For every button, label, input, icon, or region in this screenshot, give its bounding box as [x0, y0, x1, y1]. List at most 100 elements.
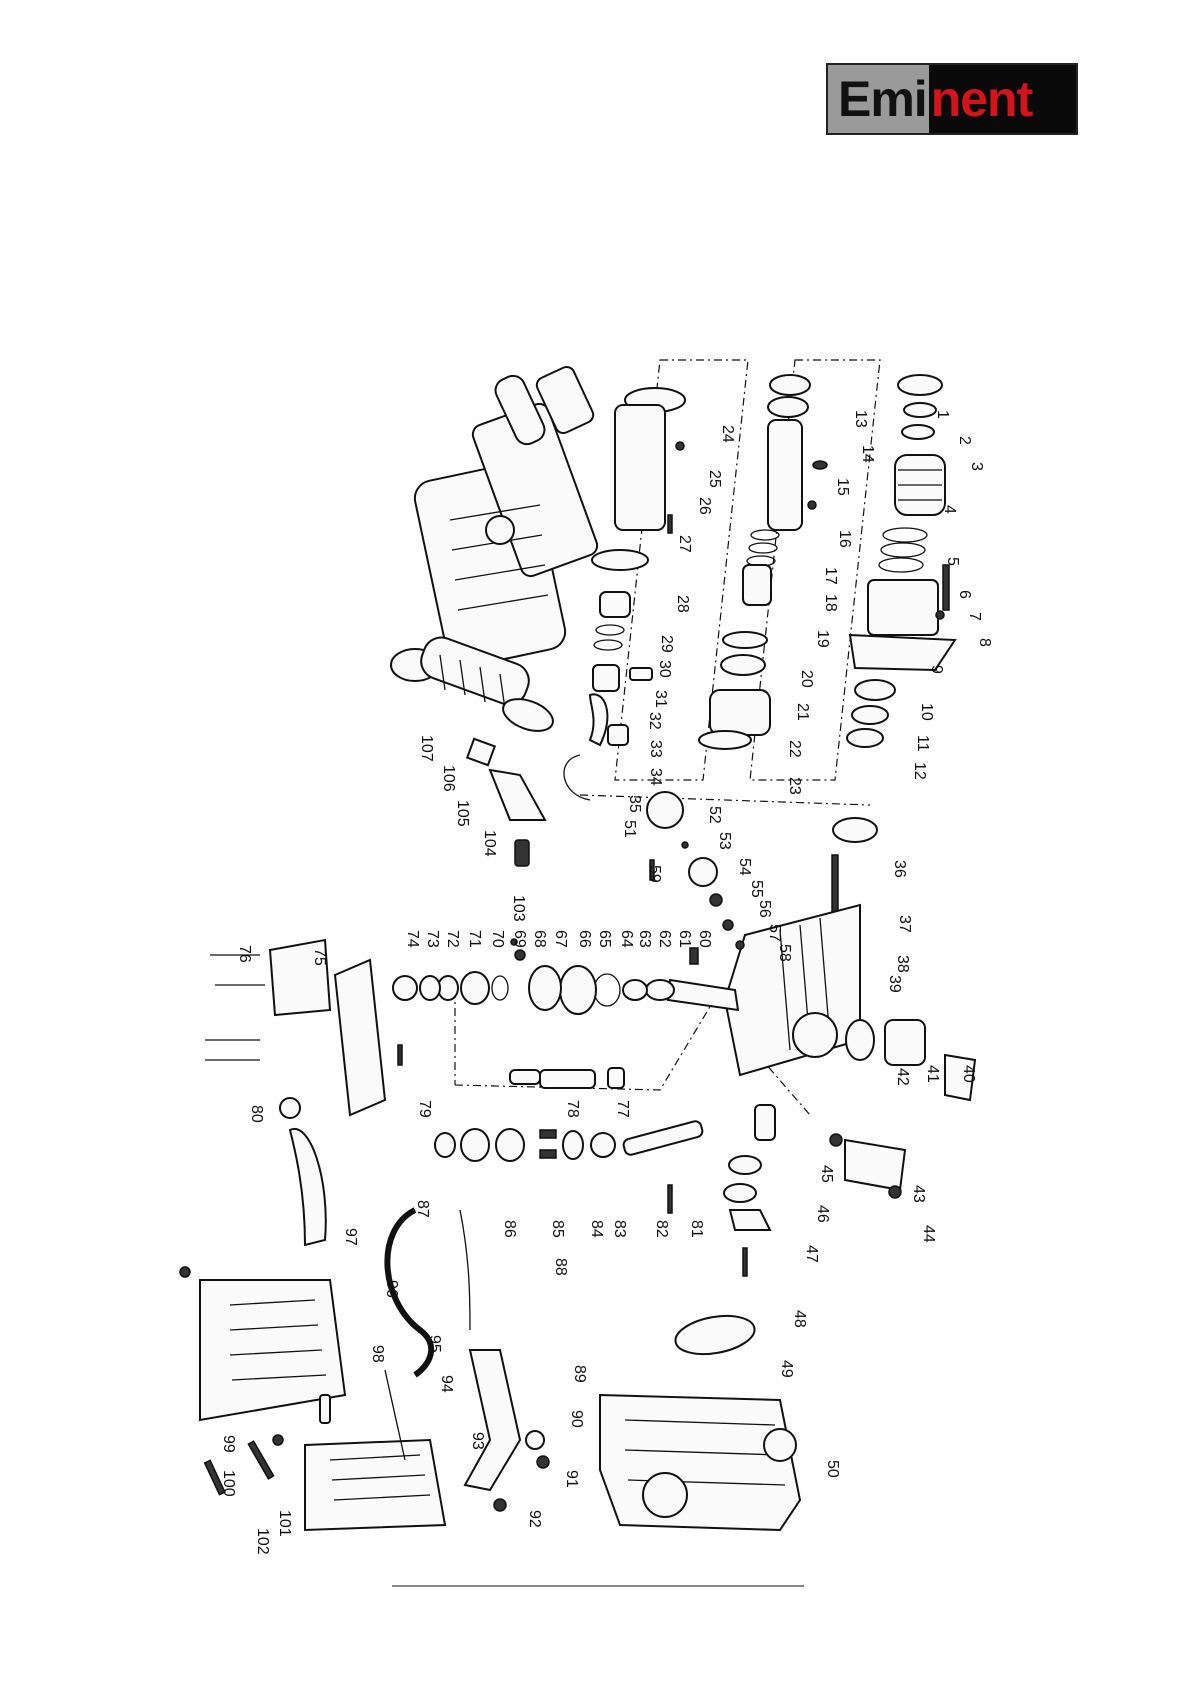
part-label-63: 63 — [636, 930, 653, 948]
part-label-10: 10 — [918, 703, 935, 721]
part-label-1: 1 — [934, 410, 951, 419]
part-label-70: 70 — [489, 930, 506, 948]
part-label-77: 77 — [614, 1100, 631, 1118]
part-label-106: 106 — [440, 765, 457, 792]
part-label-52: 52 — [706, 806, 723, 824]
part-label-27: 27 — [676, 535, 693, 553]
part-label-11: 11 — [914, 735, 931, 752]
part-label-20: 20 — [798, 670, 815, 688]
part-label-3: 3 — [968, 462, 985, 471]
part-label-26: 26 — [696, 497, 713, 515]
part-label-47: 47 — [803, 1245, 820, 1263]
part-label-72: 72 — [444, 930, 461, 948]
part-label-84: 84 — [588, 1220, 605, 1238]
part-label-42: 42 — [894, 1068, 911, 1086]
part-label-16: 16 — [836, 530, 853, 548]
part-label-61: 61 — [676, 930, 693, 948]
part-label-25: 25 — [706, 470, 723, 488]
part-label-73: 73 — [424, 930, 441, 948]
part-label-86: 86 — [501, 1220, 518, 1238]
part-label-43: 43 — [910, 1185, 927, 1203]
assembly-guide-lines — [454, 794, 871, 1116]
gear-housing — [646, 791, 977, 1277]
rear-handle — [179, 1097, 447, 1532]
part-label-41: 41 — [924, 1065, 941, 1083]
part-label-100: 100 — [220, 1470, 237, 1497]
part-label-81: 81 — [688, 1220, 705, 1238]
part-label-56: 56 — [756, 900, 773, 918]
assembled-tool-view — [413, 365, 599, 669]
part-label-105: 105 — [454, 800, 471, 827]
part-label-40: 40 — [960, 1065, 977, 1083]
part-label-78: 78 — [564, 1100, 581, 1118]
barrel-column — [563, 387, 686, 801]
part-label-18: 18 — [822, 594, 839, 612]
engine-block — [599, 1314, 802, 1532]
part-label-12: 12 — [911, 762, 928, 780]
part-label-39: 39 — [886, 975, 903, 993]
part-label-55: 55 — [748, 880, 765, 898]
part-label-28: 28 — [674, 595, 691, 613]
logo-text-emi: Emi — [838, 71, 928, 127]
part-label-102: 102 — [254, 1528, 271, 1555]
part-label-24: 24 — [719, 425, 736, 443]
part-label-53: 53 — [716, 832, 733, 850]
part-label-14: 14 — [859, 445, 876, 463]
part-label-54: 54 — [736, 858, 753, 876]
part-label-35: 35 — [626, 795, 643, 813]
part-label-107: 107 — [418, 735, 435, 762]
footer-rule — [392, 1585, 804, 1587]
part-label-34: 34 — [647, 768, 664, 786]
part-label-49: 49 — [778, 1360, 795, 1378]
part-label-58: 58 — [776, 944, 793, 962]
part-label-91: 91 — [563, 1470, 580, 1488]
part-label-44: 44 — [920, 1225, 937, 1243]
part-label-36: 36 — [891, 860, 908, 878]
logo-text-nent: nent — [930, 71, 1034, 127]
part-label-50: 50 — [824, 1460, 841, 1478]
part-label-104: 104 — [481, 830, 498, 857]
part-label-59: 59 — [646, 865, 663, 883]
part-label-60: 60 — [696, 930, 713, 948]
part-label-33: 33 — [647, 740, 664, 758]
side-handle-grip — [390, 636, 554, 732]
part-label-4: 4 — [941, 505, 958, 514]
part-label-89: 89 — [571, 1365, 588, 1383]
part-label-30: 30 — [656, 660, 673, 678]
part-label-69: 69 — [511, 930, 528, 948]
part-label-45: 45 — [818, 1165, 835, 1183]
part-label-7: 7 — [966, 612, 983, 621]
part-label-19: 19 — [814, 630, 831, 648]
part-label-46: 46 — [814, 1205, 831, 1223]
part-label-8: 8 — [976, 638, 993, 647]
part-label-95: 95 — [426, 1335, 443, 1353]
part-label-79: 79 — [416, 1100, 433, 1118]
part-label-94: 94 — [438, 1375, 455, 1393]
part-label-92: 92 — [526, 1510, 543, 1528]
part-label-76: 76 — [236, 945, 253, 963]
logo-black-block: nent — [928, 65, 1076, 133]
part-label-80: 80 — [248, 1105, 265, 1123]
part-label-101: 101 — [276, 1510, 293, 1537]
part-label-93: 93 — [469, 1432, 486, 1450]
part-label-13: 13 — [852, 410, 869, 428]
part-number-labels: 1234567891011121314151617181920212223242… — [220, 410, 993, 1555]
part-label-21: 21 — [794, 703, 811, 721]
part-label-51: 51 — [621, 820, 638, 838]
part-label-74: 74 — [404, 930, 421, 948]
part-label-23: 23 — [786, 777, 803, 795]
eminent-logo: Emi nent — [826, 63, 1078, 135]
part-label-57: 57 — [766, 924, 783, 942]
part-label-68: 68 — [531, 930, 548, 948]
handle-bracket — [465, 737, 547, 867]
part-label-2: 2 — [956, 436, 973, 445]
part-label-9: 9 — [928, 665, 945, 674]
crank-stack — [434, 1120, 704, 1214]
chuck-column — [846, 374, 957, 748]
part-label-87: 87 — [414, 1200, 431, 1218]
part-label-66: 66 — [576, 930, 593, 948]
part-label-85: 85 — [549, 1220, 566, 1238]
piston-column — [698, 374, 828, 750]
part-label-17: 17 — [822, 567, 839, 585]
part-label-37: 37 — [896, 915, 913, 933]
